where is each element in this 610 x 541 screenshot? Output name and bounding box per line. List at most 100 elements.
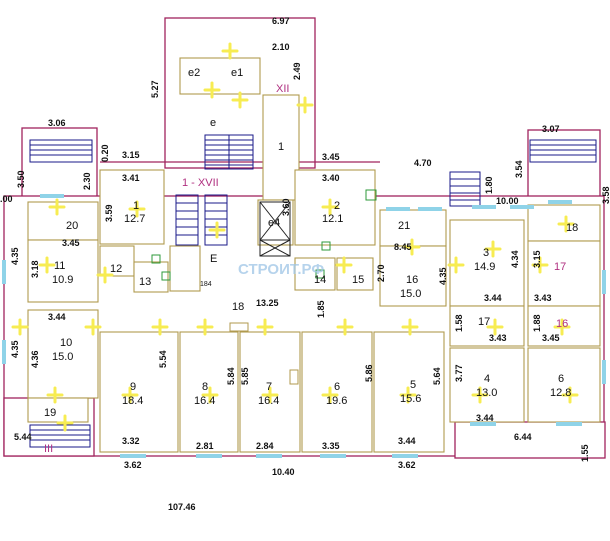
dim-3-60: 3.60 [281,198,291,216]
room-3-area: 14.9 [474,261,495,273]
elevator-shafts [259,201,291,257]
dim-5-64: 5.64 [432,367,442,385]
dim-3-32: 3.32 [122,436,140,446]
room-8-area: 16.4 [194,395,215,407]
dim-3-44-bottom-b: 3.44 [476,413,494,423]
room-8-number: 8 [202,381,208,393]
dim-4-35-mid: 4.35 [438,267,448,285]
dim-8-45: 8.45 [394,242,412,252]
dim-4-34: 4.34 [510,250,520,268]
dim-3-45-mid: 3.45 [62,238,80,248]
dim-5-86: 5.86 [364,364,374,382]
room-5-area: 15.6 [400,393,421,405]
room-1-area: 12.7 [124,213,145,225]
room-21-label: 21 [398,220,410,232]
room-7-area: 16.4 [258,395,279,407]
dim-1-55: 1.55 [580,444,590,462]
dim-5-27: 5.27 [150,80,160,98]
room-4-number: 4 [484,373,490,385]
room-9-number: 9 [130,381,136,393]
room-16-accent-label: 16 [556,318,568,330]
room-11-area: 10.9 [52,274,73,286]
dim-3-43-b: 3.43 [489,333,507,343]
dim-3-62-right: 3.62 [398,460,416,470]
dim-4-70: 4.70 [414,158,432,168]
room-1-top-label: 1 [278,141,284,153]
dim-6-44: 6.44 [514,432,532,442]
dimension-labels: 6.97 2.10 2.49 5.27 3.06 0.20 3.15 3.41 … [0,16,610,512]
dim-5-54: 5.54 [158,350,168,368]
room-5-number: 5 [410,379,416,391]
dim-13-25: 13.25 [256,298,279,308]
dim-1-80: 1.80 [484,176,494,194]
dim-10-00-right: 10.00 [496,196,519,206]
dim-3-58: 3.58 [601,186,610,204]
dim-2-30: 2.30 [82,172,92,190]
room-xii-label: XII [276,83,289,95]
room-3-number: 3 [483,247,489,259]
dim-5-44: 5.44 [14,432,32,442]
dim-2-70: 2.70 [376,264,386,282]
service-symbols [151,189,377,281]
dim-1-88: 1.88 [532,314,542,332]
room-6b-area: 12.8 [550,387,571,399]
room-4-area: 13.0 [476,387,497,399]
room-2-number: 2 [334,200,340,212]
dim-0-20: 0.20 [100,144,110,162]
dim-3-44-right: 3.44 [484,293,502,303]
dim-3-54: 3.54 [514,160,524,178]
room-11-number: 11 [54,260,65,272]
room-12-label: 12 [110,263,122,275]
dim-3-44-bottom-a: 3.44 [398,436,416,446]
room-18-top-label: 18 [566,222,578,234]
dim-00-left: .00 [0,194,13,204]
room-e-small-label: E [210,253,217,265]
windows [2,194,606,458]
hall-details [229,322,299,385]
room-7-number: 7 [266,381,272,393]
dim-4-35-left-bottom: 4.35 [10,340,20,358]
dim-3-43-a: 3.43 [534,293,552,303]
room-1-xvii-label: 1 - XVII [182,177,219,189]
dim-3-77: 3.77 [454,364,464,382]
room-13-label: 13 [139,276,151,288]
room-e-label: e [210,117,216,129]
room-15-label: 15 [352,274,364,286]
dim-2-10: 2.10 [272,42,290,52]
dim-6-97: 6.97 [272,16,290,26]
dim-2-84: 2.84 [256,441,274,451]
dim-3-50: 3.50 [16,170,26,188]
dim-3-35: 3.35 [322,441,340,451]
dim-3-45-top: 3.45 [322,152,340,162]
dim-4-36: 4.36 [30,350,40,368]
dim-5-84: 5.84 [226,367,236,385]
room-e4-label: e4 [268,217,280,229]
dim-5-85: 5.85 [240,367,250,385]
dim-2-81: 2.81 [196,441,214,451]
fixture-marks [11,42,579,432]
room-184-label: 184 [200,281,212,288]
dim-3-44-left: 3.44 [48,312,66,322]
dim-3-07: 3.07 [542,124,560,134]
room-1-number: 1 [133,200,139,212]
room-20-label: 20 [66,220,78,232]
room-iii-label: III [44,443,53,455]
dim-3-41: 3.41 [122,173,140,183]
dim-10-40: 10.40 [272,467,295,477]
room-6b-number: 6 [558,373,564,385]
dim-3-40: 3.40 [322,173,340,183]
room-14-label: 14 [314,274,326,286]
room-17-label: 17 [478,316,490,328]
room-10-area: 15.0 [52,351,73,363]
room-6-area: 19.6 [326,395,347,407]
room-16-upper-number: 16 [406,274,418,286]
dim-3-59: 3.59 [104,204,114,222]
room-e2-label: e2 [188,67,200,79]
room-6-number: 6 [334,381,340,393]
room-2-area: 12.1 [322,213,343,225]
room-10-number: 10 [60,337,72,349]
dim-3-18: 3.18 [30,260,40,278]
watermark: СТРОИТ.РФ [238,261,324,278]
stairs [29,134,597,448]
